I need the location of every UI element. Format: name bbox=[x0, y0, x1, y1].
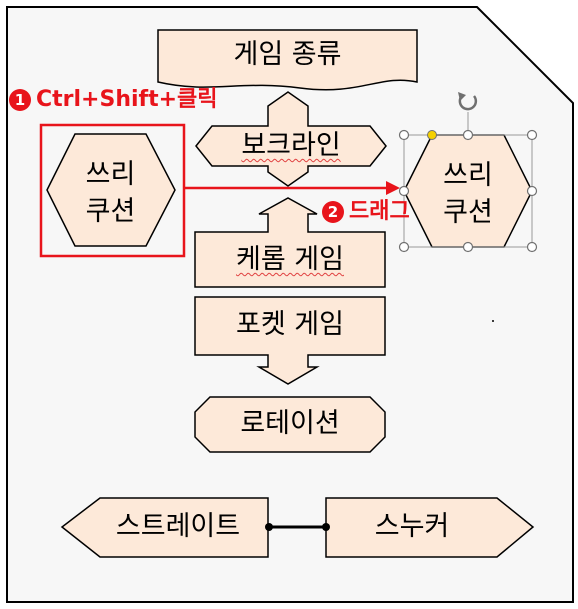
rotate-handle-icon[interactable] bbox=[458, 92, 478, 111]
snooker-shape[interactable] bbox=[325, 497, 535, 558]
borderline-label: 보크라인 bbox=[241, 130, 341, 161]
three-cushion-copy-label-line1: 쓰리 bbox=[443, 160, 493, 191]
game-type-label: 게임 종류 bbox=[233, 39, 342, 70]
connector-start-dot bbox=[265, 523, 273, 531]
connector-end-dot bbox=[322, 523, 330, 531]
step2-text: 드래그 bbox=[349, 199, 410, 224]
handle-bottom-left[interactable] bbox=[398, 241, 410, 253]
rotation-shape[interactable] bbox=[194, 396, 386, 453]
carom-game-label: 케롬 게임 bbox=[195, 243, 385, 277]
drag-arrow-head bbox=[386, 181, 400, 195]
snooker-label: 스누커 bbox=[374, 511, 450, 542]
resize-handles[interactable] bbox=[398, 129, 538, 253]
pocket-game-shape[interactable] bbox=[194, 296, 386, 385]
handle-bottom-right[interactable] bbox=[526, 241, 538, 253]
game-type-shape[interactable] bbox=[157, 29, 418, 91]
three-cushion-label-line2: 쿠션 bbox=[85, 196, 136, 227]
pocket-game-label: 포켓 게임 bbox=[236, 309, 344, 340]
straight-label: 스트레이트 bbox=[115, 511, 241, 542]
three-cushion-shape[interactable] bbox=[46, 133, 176, 247]
straight-shape[interactable] bbox=[60, 497, 269, 558]
handle-top-right[interactable] bbox=[526, 129, 538, 141]
handle-middle-left[interactable] bbox=[398, 185, 410, 197]
handle-middle-right[interactable] bbox=[526, 185, 538, 197]
three-cushion-label-line1: 쓰리 bbox=[85, 159, 136, 190]
handle-top-left[interactable] bbox=[398, 129, 410, 141]
carom-game-text: 케롬 게임 bbox=[236, 244, 344, 275]
handle-top-center[interactable] bbox=[462, 129, 474, 141]
step2-badge: 2 bbox=[322, 201, 344, 223]
carom-game-shape[interactable] bbox=[194, 197, 386, 288]
selection-highlight-box bbox=[39, 123, 186, 258]
step1-text: Ctrl+Shift+클릭 bbox=[36, 87, 218, 112]
adjust-handle[interactable] bbox=[427, 130, 437, 140]
stray-dot bbox=[492, 320, 494, 322]
step1-badge: 1 bbox=[9, 89, 31, 111]
borderline-shape[interactable] bbox=[195, 91, 387, 187]
three-cushion-copy-label-line2: 쿠션 bbox=[443, 197, 493, 228]
rotation-label: 로테이션 bbox=[240, 408, 340, 439]
handle-bottom-center[interactable] bbox=[462, 241, 474, 253]
